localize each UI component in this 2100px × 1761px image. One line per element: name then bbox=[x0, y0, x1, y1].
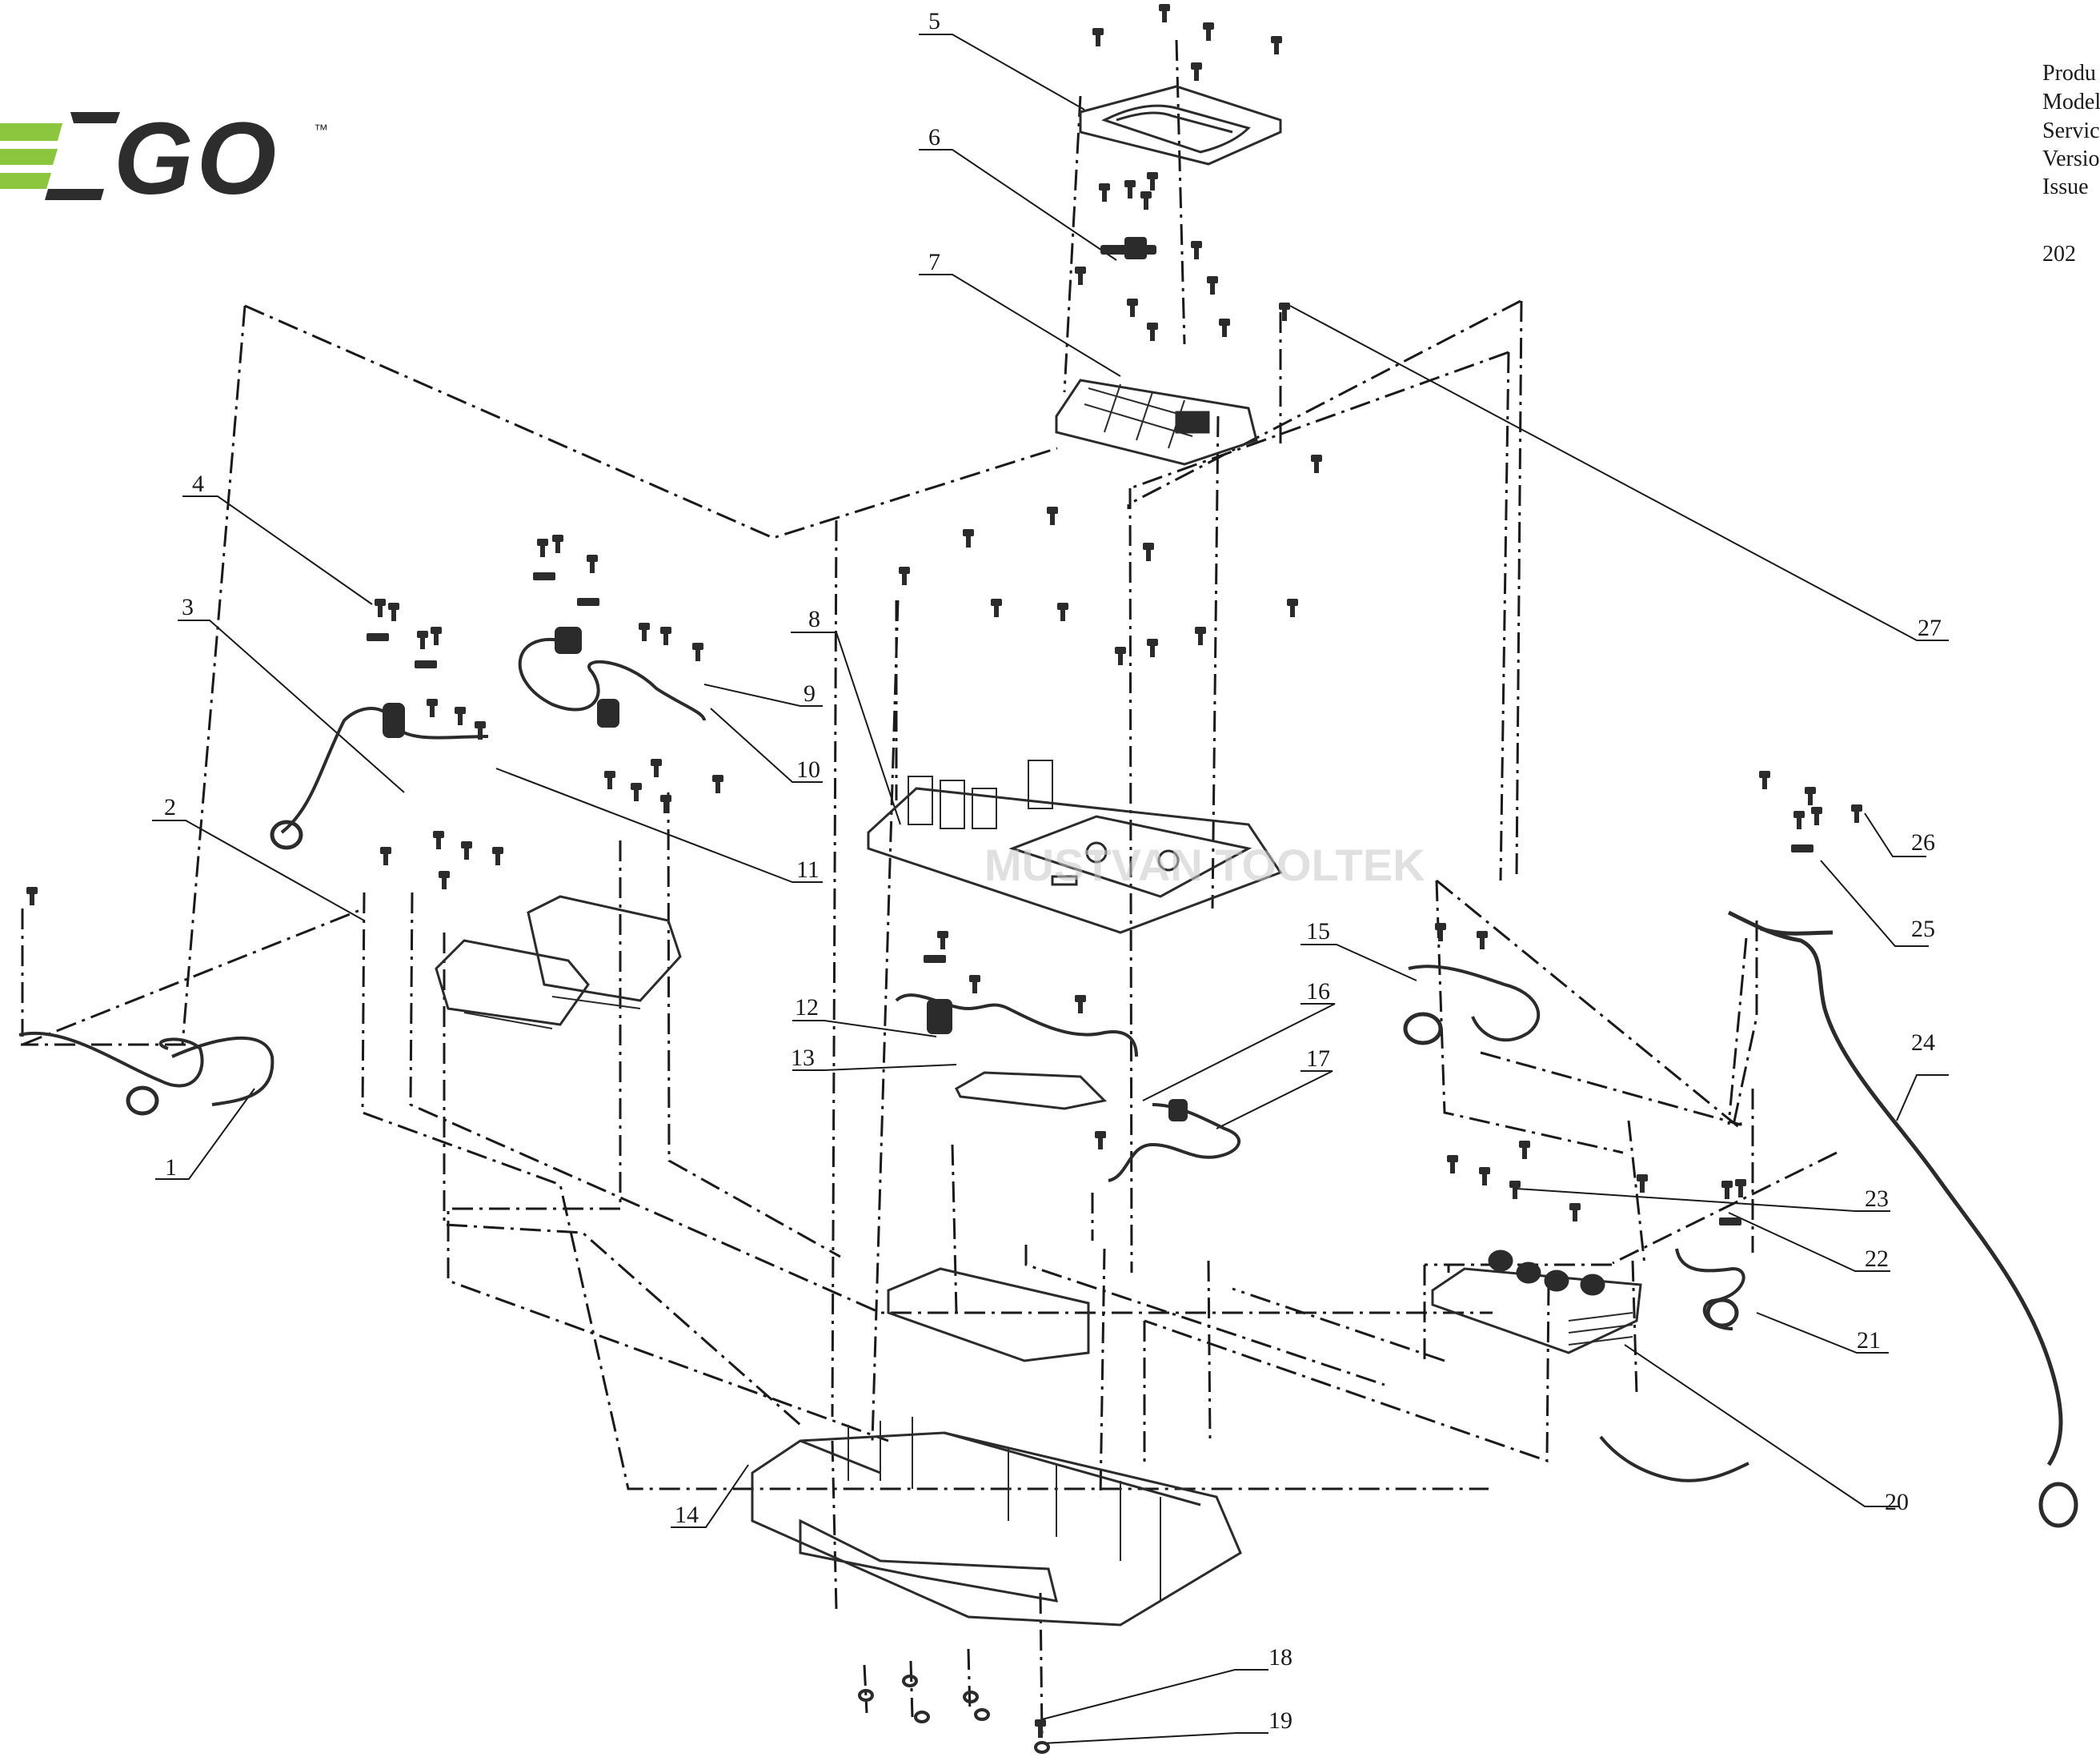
part-2-box bbox=[435, 895, 682, 1029]
callout-19: 19 bbox=[1268, 1707, 1292, 1734]
part-12-13-assembly bbox=[895, 993, 1138, 1110]
meta-product: Produ bbox=[2042, 61, 2096, 86]
callout-10: 10 bbox=[796, 756, 820, 783]
callout-13: 13 bbox=[791, 1045, 815, 1071]
part-20-board bbox=[1431, 1250, 1642, 1354]
meta-model: Model bbox=[2042, 90, 2100, 114]
callout-14: 14 bbox=[675, 1502, 699, 1528]
meta-issue: Issue bbox=[2042, 174, 2089, 199]
callout-underlines bbox=[920, 34, 952, 275]
part-8-panel bbox=[867, 760, 1283, 934]
part-3-harness bbox=[270, 703, 489, 850]
callout-24: 24 bbox=[1911, 1029, 1935, 1056]
ego-logo: GO ™ bbox=[0, 102, 336, 216]
meta-year: 202 bbox=[2042, 242, 2076, 267]
fasteners bbox=[26, 4, 1862, 1738]
callout-21: 21 bbox=[1857, 1327, 1881, 1354]
part-17-cable bbox=[1108, 1099, 1241, 1182]
meta-version: Versio bbox=[2042, 146, 2100, 171]
callout-4: 4 bbox=[192, 471, 204, 497]
part-10-harness bbox=[518, 627, 706, 728]
callout-8: 8 bbox=[808, 606, 820, 632]
part-21-harness bbox=[1675, 1248, 1745, 1330]
callout-3: 3 bbox=[182, 594, 194, 620]
callout-22: 22 bbox=[1865, 1246, 1889, 1272]
part-20-cable bbox=[1599, 1435, 1749, 1482]
trademark-symbol: ™ bbox=[314, 122, 328, 138]
assembly-guide-lines bbox=[21, 39, 1838, 1738]
callout-20: 20 bbox=[1885, 1489, 1909, 1515]
part-14-base-housing bbox=[751, 1417, 1242, 1627]
nuts bbox=[858, 1675, 1050, 1754]
callout-12: 12 bbox=[795, 994, 819, 1021]
callout-23: 23 bbox=[1865, 1185, 1889, 1212]
part-6-bracket bbox=[1100, 237, 1156, 259]
logo-wordmark: GO bbox=[114, 112, 279, 200]
watermark: MUSTVAN TOOLTEK bbox=[984, 840, 1425, 890]
part-plate bbox=[887, 1267, 1090, 1362]
callout-27: 27 bbox=[1918, 615, 1942, 641]
logo-e-frame bbox=[45, 112, 120, 200]
callout-numbers: 1 2 3 4 5 6 7 8 9 10 11 12 13 14 15 16 1… bbox=[164, 8, 1942, 1734]
callout-26: 26 bbox=[1911, 829, 1935, 856]
callout-25: 25 bbox=[1911, 916, 1935, 942]
callout-18: 18 bbox=[1268, 1644, 1292, 1671]
callout-15: 15 bbox=[1306, 918, 1330, 945]
meta-service: Servic bbox=[2042, 118, 2100, 143]
callout-7: 7 bbox=[928, 249, 940, 275]
callout-5: 5 bbox=[928, 8, 940, 34]
callout-1: 1 bbox=[165, 1154, 177, 1181]
part-7-board bbox=[1055, 379, 1258, 466]
part-1-cable bbox=[18, 1031, 275, 1116]
part-15-harness bbox=[1403, 965, 1541, 1045]
clips bbox=[367, 572, 1813, 1225]
callout-17: 17 bbox=[1306, 1045, 1330, 1072]
callout-11: 11 bbox=[796, 856, 820, 883]
callout-16: 16 bbox=[1306, 978, 1330, 1005]
logo-accent-bars bbox=[0, 123, 62, 189]
callout-2: 2 bbox=[164, 794, 176, 820]
part-24-harness bbox=[1727, 910, 2078, 1528]
callout-9: 9 bbox=[804, 680, 816, 707]
part-5-cover bbox=[1079, 85, 1282, 166]
callout-6: 6 bbox=[928, 124, 940, 150]
